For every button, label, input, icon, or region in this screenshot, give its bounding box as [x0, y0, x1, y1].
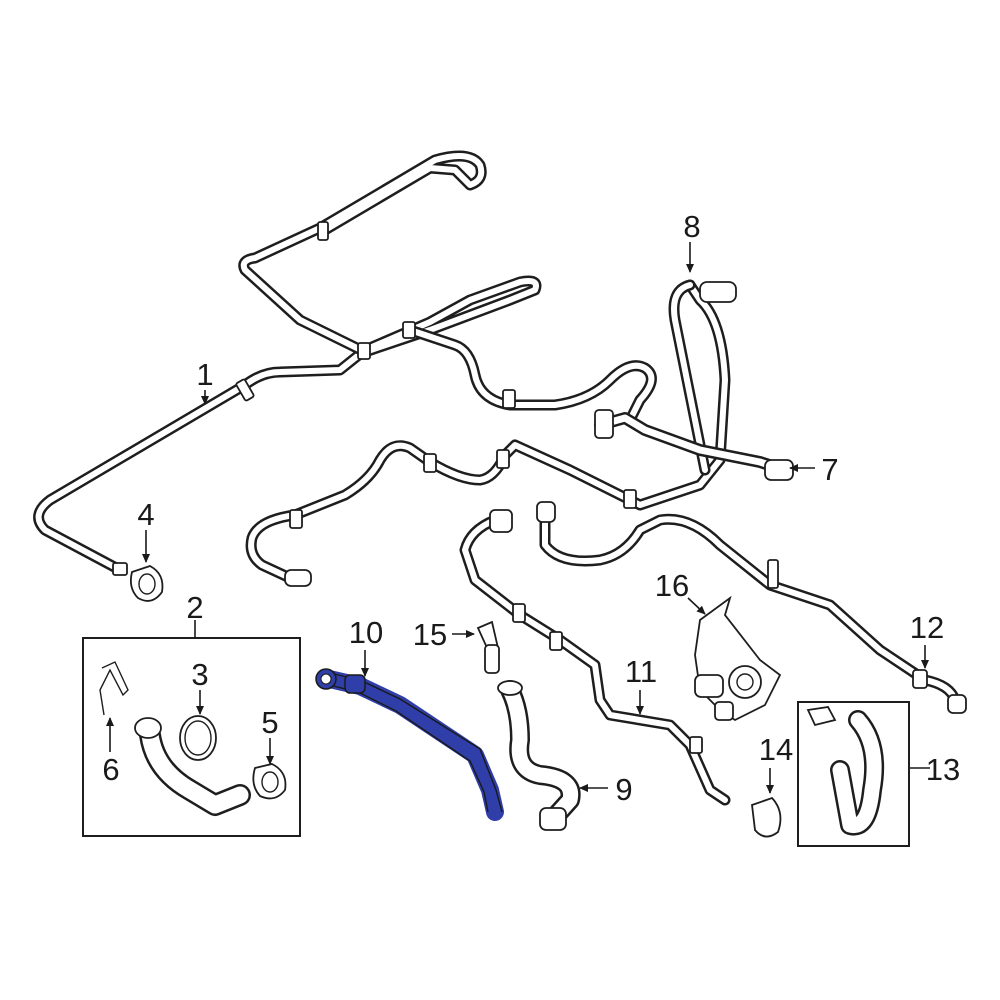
- coolant-pipe-10-highlighted[interactable]: [315, 668, 504, 821]
- callout-12: 12: [910, 610, 944, 645]
- callout-1: 1: [196, 357, 213, 392]
- callout-16: 16: [655, 568, 689, 603]
- clamp-14[interactable]: [751, 796, 782, 838]
- callout-14: 14: [759, 732, 793, 767]
- valve-16[interactable]: [694, 595, 782, 722]
- hose-assembly-1[interactable]: [33, 150, 657, 576]
- callout-7: 7: [821, 452, 838, 487]
- callout-13: 13: [926, 752, 960, 787]
- callout-leaders: [106, 242, 930, 794]
- callout-3: 3: [191, 657, 208, 692]
- clamp-5[interactable]: [252, 763, 287, 800]
- coolant-hose-middle[interactable]: [245, 279, 737, 587]
- callout-6: 6: [102, 752, 119, 787]
- hose-9[interactable]: [497, 680, 581, 831]
- clamp-4[interactable]: [129, 565, 164, 602]
- callout-4: 4: [137, 497, 154, 532]
- callout-15: 15: [413, 617, 447, 652]
- callout-10: 10: [349, 615, 383, 650]
- hose-11[interactable]: [459, 509, 731, 806]
- hose-12[interactable]: [536, 501, 967, 714]
- hose-7[interactable]: [594, 409, 794, 481]
- kit-box-13: [797, 701, 910, 847]
- hose-kit-13[interactable]: [806, 706, 885, 836]
- callout-labels: 1 2 3 4 5 6 7 8 9 10 11 12 13 14 15 16: [102, 209, 960, 807]
- fitting-15[interactable]: [476, 620, 500, 674]
- o-ring-3[interactable]: [179, 715, 217, 761]
- callout-5: 5: [261, 705, 278, 740]
- hose-kit-2[interactable]: [99, 661, 251, 816]
- kit-box-2: [82, 637, 301, 837]
- callout-8: 8: [683, 209, 700, 244]
- callout-11: 11: [625, 654, 657, 689]
- callout-9: 9: [615, 772, 632, 807]
- callout-2: 2: [186, 590, 203, 625]
